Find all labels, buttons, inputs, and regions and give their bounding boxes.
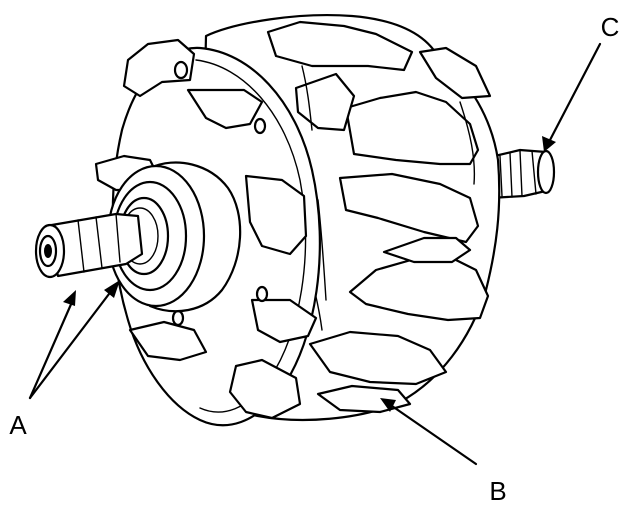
front-shaft bbox=[34, 212, 144, 279]
front-hub bbox=[106, 161, 242, 313]
callout-c: C bbox=[542, 12, 619, 152]
callout-b: B bbox=[380, 398, 507, 506]
label-b: B bbox=[489, 476, 506, 506]
label-c: C bbox=[601, 12, 620, 42]
callout-a: A bbox=[9, 280, 120, 440]
label-a: A bbox=[9, 410, 27, 440]
